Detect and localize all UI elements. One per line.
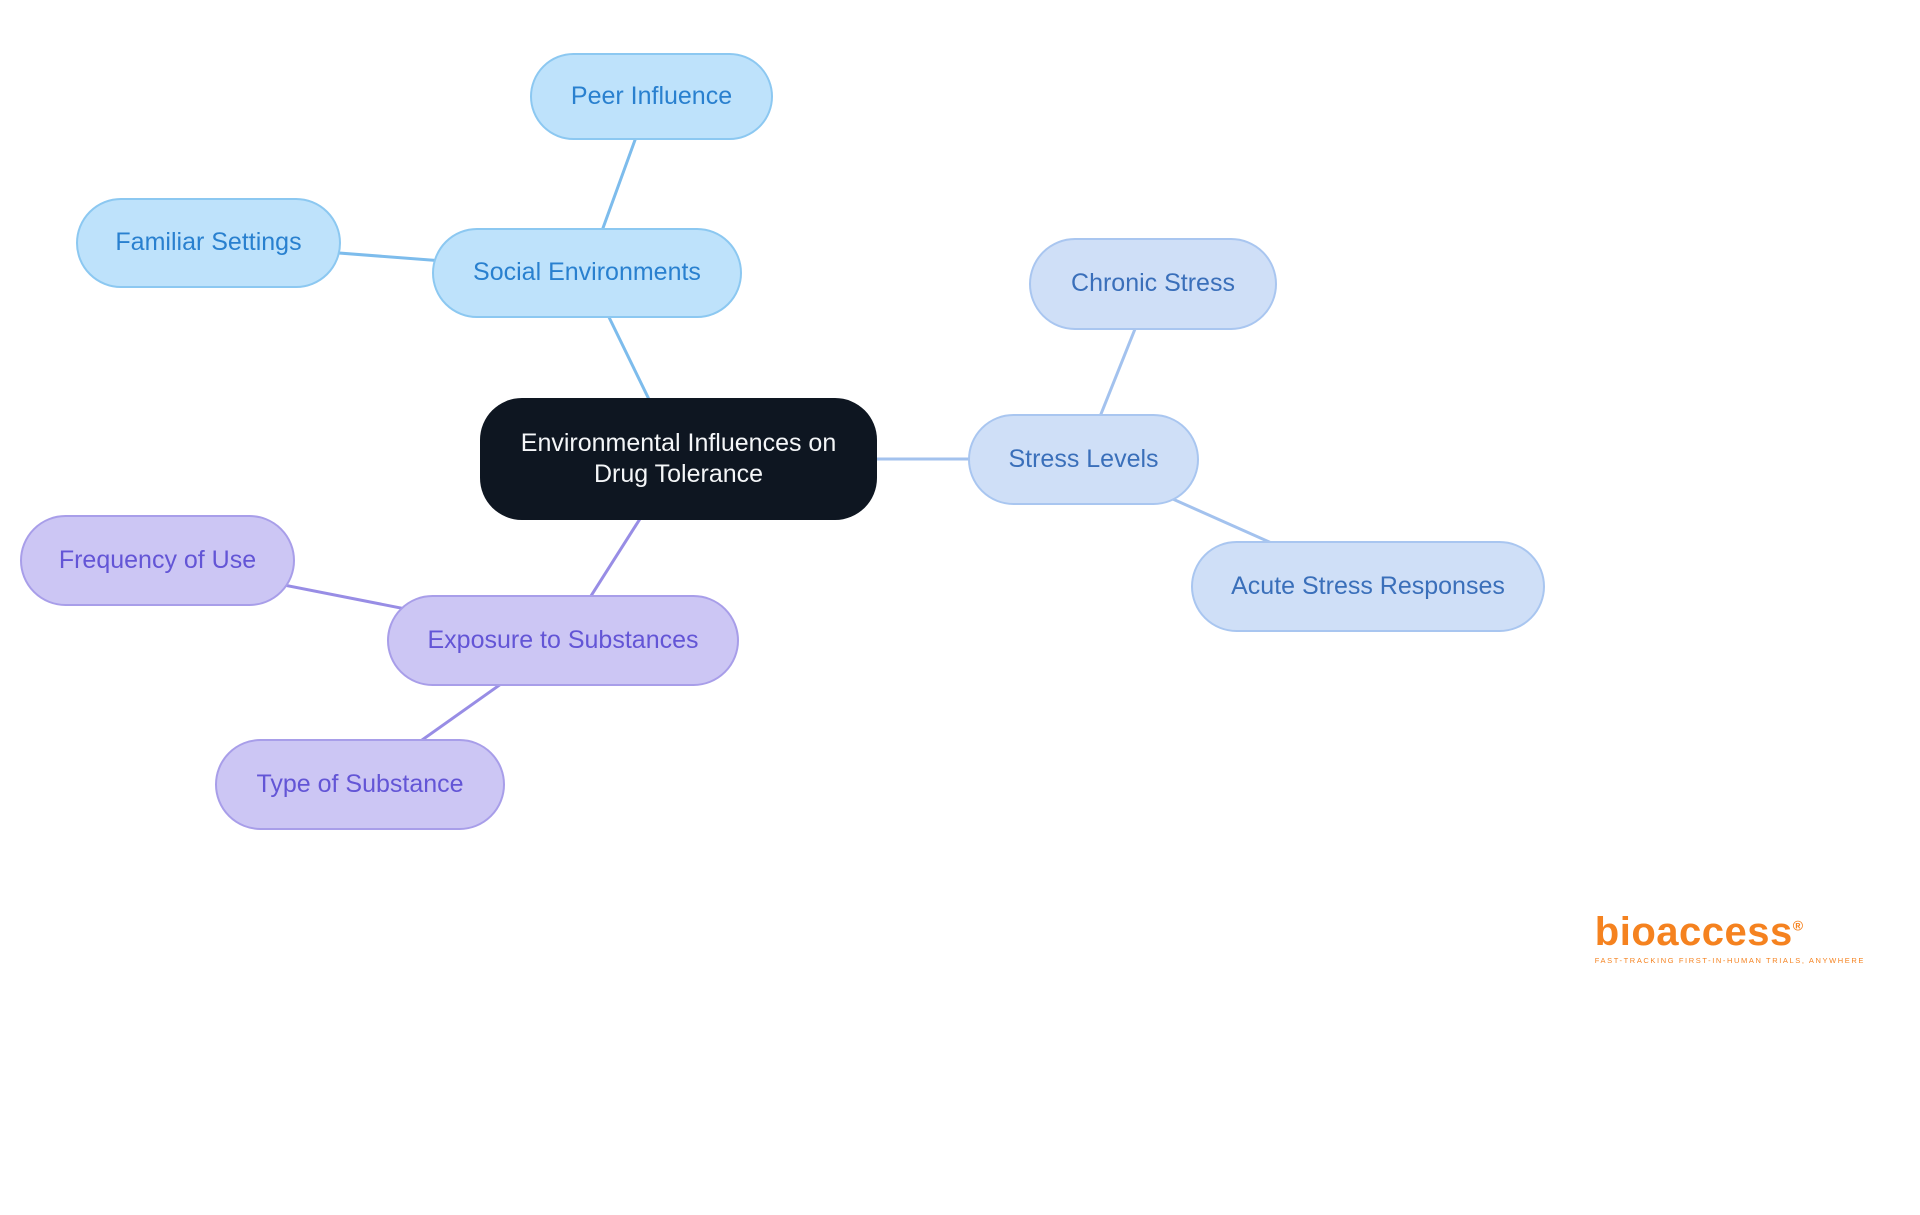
node-stress-levels: Stress Levels (968, 414, 1199, 505)
node-central-label: Environmental Influences on Drug Toleran… (520, 428, 837, 488)
node-chronic-stress-label: Chronic Stress (1071, 269, 1235, 298)
bioaccess-logo: bioaccess® FAST-TRACKING FIRST-IN-HUMAN … (1595, 912, 1865, 965)
node-chronic-stress: Chronic Stress (1029, 238, 1277, 330)
node-social-environments: Social Environments (432, 228, 742, 318)
node-acute-stress-responses-label: Acute Stress Responses (1231, 571, 1505, 600)
bioaccess-logo-wordmark: bioaccess® (1595, 912, 1865, 952)
node-exposure-to-substances: Exposure to Substances (387, 595, 739, 686)
node-familiar-settings: Familiar Settings (76, 198, 341, 288)
bioaccess-logo-tagline: FAST-TRACKING FIRST-IN-HUMAN TRIALS, ANY… (1594, 956, 1865, 965)
node-social-environments-label: Social Environments (473, 258, 701, 287)
node-type-of-substance-label: Type of Substance (256, 769, 464, 798)
node-exposure-to-substances-label: Exposure to Substances (427, 625, 699, 654)
bioaccess-brand-text: bioaccess (1594, 910, 1793, 954)
node-type-of-substance: Type of Substance (215, 739, 505, 830)
node-acute-stress-responses: Acute Stress Responses (1191, 541, 1545, 632)
node-peer-influence: Peer Influence (530, 53, 773, 140)
node-stress-levels-label: Stress Levels (1008, 444, 1159, 473)
node-frequency-of-use: Frequency of Use (20, 515, 295, 606)
node-familiar-settings-label: Familiar Settings (115, 228, 302, 257)
node-frequency-of-use-label: Frequency of Use (58, 545, 257, 574)
node-central-environmental-influences: Environmental Influences on Drug Toleran… (480, 398, 877, 520)
node-peer-influence-label: Peer Influence (570, 81, 733, 110)
registered-trademark-symbol: ® (1792, 917, 1804, 934)
